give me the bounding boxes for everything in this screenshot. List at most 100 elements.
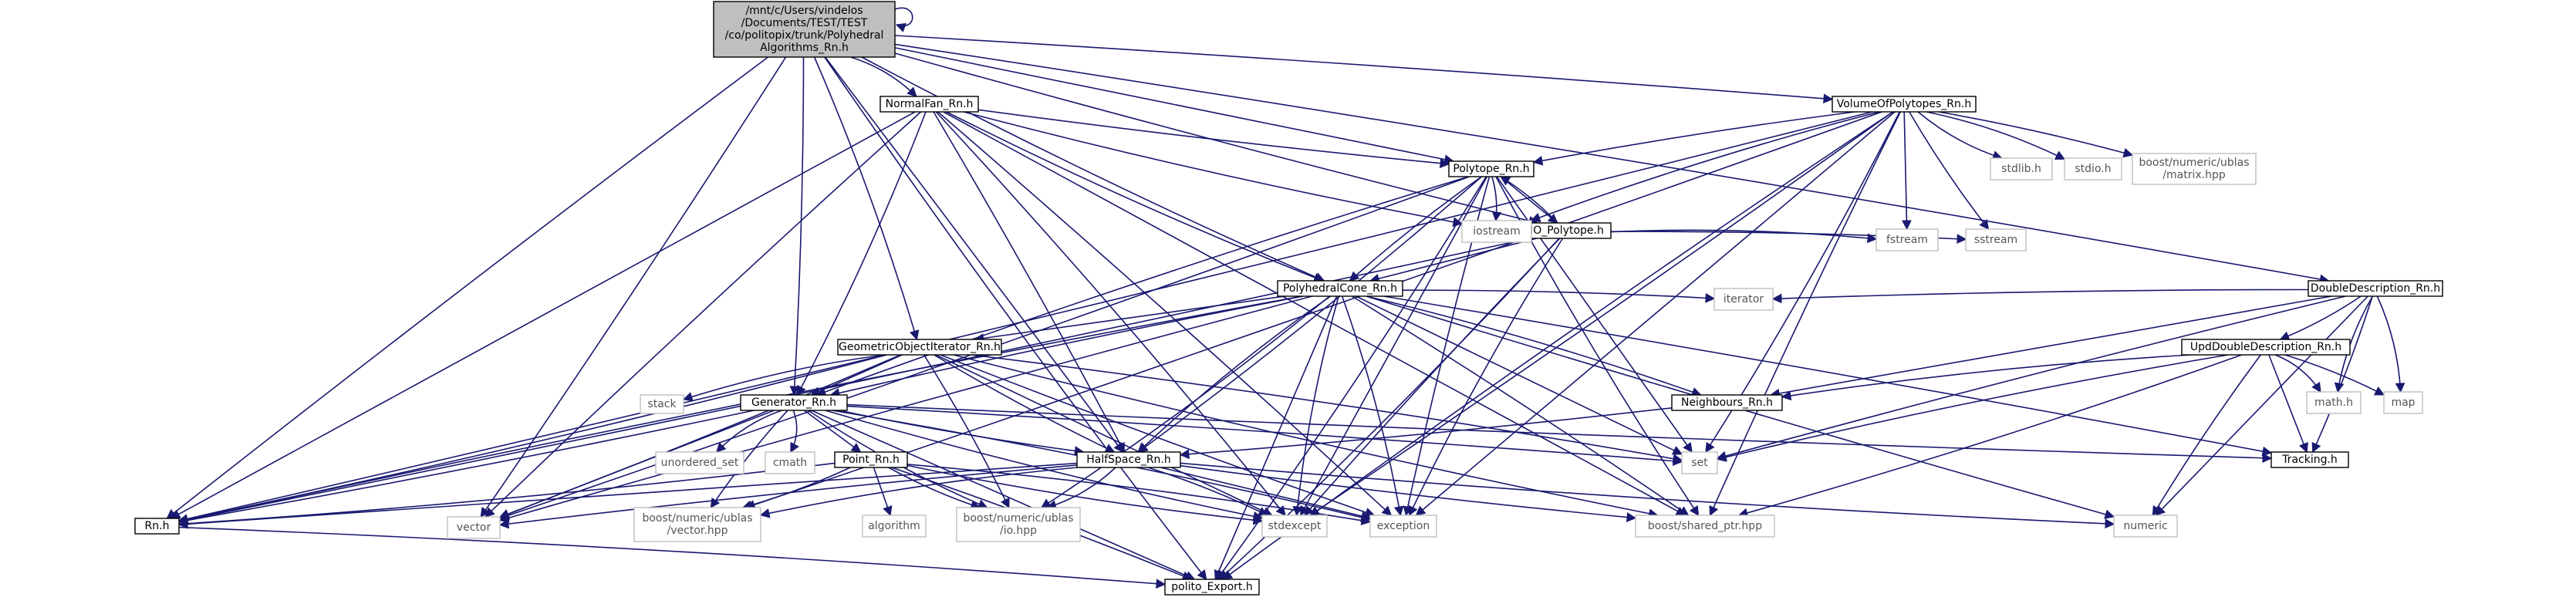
edge-neighbours-to-halfspace [1179, 407, 1673, 460]
node-unorderedset: unordered_set [655, 451, 744, 474]
node-box-cmath [765, 451, 815, 474]
node-box-halfspace [1076, 451, 1181, 468]
node-volume[interactable]: VolumeOfPolytopes_Rn.h [1832, 96, 1977, 113]
node-root[interactable]: /mnt/c/Users/vindelos/Documents/TEST/TES… [713, 1, 896, 58]
node-label-generator-line-0: Generator_Rn.h [751, 396, 836, 409]
edge-upddouble-to-set [1716, 354, 2229, 462]
node-iopolytope[interactable]: IO_Polytope.h [1522, 222, 1612, 239]
edge-volume-to-matrixhpp [1938, 111, 2134, 158]
edge-root-to-volume [894, 35, 1834, 104]
node-label-vectorhpp-line-1: /vector.hpp [667, 525, 728, 537]
edge-root-to-export [824, 56, 1207, 581]
node-matrixhpp: boost/numeric/ublas/matrix.hpp [2132, 153, 2257, 185]
node-fstream: fstream [1875, 228, 1939, 251]
node-box-map [2383, 391, 2423, 414]
edge-iopolytope-to-polycone [1369, 238, 1537, 284]
node-geoiter[interactable]: GeometricObjectIterator_Rn.h [837, 339, 1002, 356]
edge-point-to-iohpp [888, 467, 981, 510]
node-box-sharedptr [1635, 515, 1775, 538]
edge-polytope-to-generator [815, 176, 1469, 397]
edge-generator-to-vectorhpp [710, 410, 788, 509]
edge-volume-to-vectorhpp [744, 111, 1882, 510]
edge-normalfan-to-halfspace [933, 111, 1126, 454]
node-iostream: iostream [1461, 220, 1532, 243]
edge-upddouble-to-mathh [2274, 354, 2321, 393]
node-iterator: iterator [1713, 288, 1774, 311]
edge-doubledesc-to-numeric [2155, 295, 2368, 516]
node-box-vector [447, 516, 501, 539]
node-label-iterator-line-0: iterator [1724, 293, 1764, 305]
edge-generator-to-unorderedset [716, 410, 782, 453]
node-tracking[interactable]: Tracking.h [2270, 451, 2349, 468]
node-polytope[interactable]: Polytope_Rn.h [1448, 160, 1534, 177]
node-normalfan[interactable]: NormalFan_Rn.h [879, 96, 979, 113]
edge-halfspace-to-iohpp [1046, 467, 1116, 510]
node-polycone[interactable]: PolyhedralCone_Rn.h [1277, 280, 1403, 297]
edge-polycone-to-stdexcept [1292, 295, 1339, 517]
edge-doubledesc-to-tracking [2311, 295, 2373, 454]
edge-geoiter-to-exception [940, 354, 1376, 518]
node-box-iohpp [956, 507, 1081, 542]
node-box-mathh [2306, 391, 2362, 414]
node-box-stdexcept [1261, 515, 1328, 538]
edge-upddouble-to-map [2284, 354, 2385, 396]
edge-volume-to-stdexcept [1309, 111, 1894, 516]
node-label-iostream-line-0: iostream [1473, 225, 1521, 238]
node-doubledesc[interactable]: DoubleDescription_Rn.h [2308, 280, 2443, 297]
node-label-halfspace-line-0: HalfSpace_Rn.h [1086, 454, 1171, 466]
node-point[interactable]: Point_Rn.h [834, 451, 908, 468]
node-export[interactable]: polito_Export.h [1164, 579, 1260, 596]
node-label-upddouble-line-0: UpdDoubleDescription_Rn.h [2190, 341, 2341, 353]
node-box-generator [740, 394, 848, 411]
node-label-doubledesc-line-0: DoubleDescription_Rn.h [2311, 282, 2440, 295]
edge-geoiter-to-halfspace [934, 354, 1116, 453]
edge-polycone-to-export [1214, 295, 1338, 581]
edge-root-to-vector [480, 56, 787, 518]
edge-halfspace-to-exception [1160, 467, 1372, 521]
edge-normalfan-to-vector [484, 111, 922, 518]
edge-root-to-doubledesc [894, 43, 2330, 285]
edge-generator-to-set [846, 405, 1683, 466]
node-rn[interactable]: Rn.h [134, 518, 180, 535]
edge-geoiter-to-set [971, 354, 1683, 464]
node-label-exception-line-0: exception [1377, 520, 1430, 532]
edge-normalfan-to-exception [937, 111, 1393, 516]
node-box-neighbours [1671, 394, 1783, 411]
node-label-fstream-line-0: fstream [1886, 234, 1928, 246]
node-neighbours[interactable]: Neighbours_Rn.h [1671, 394, 1783, 411]
edge-polytope-to-stdexcept [1299, 176, 1488, 517]
node-label-iopolytope-line-0: IO_Polytope.h [1530, 224, 1604, 237]
node-label-stdexcept-line-0: stdexcept [1268, 520, 1322, 532]
edge-root-to-polytope [894, 47, 1455, 164]
edge-root-to-iopolytope [894, 52, 1539, 226]
node-box-volume [1832, 96, 1977, 113]
node-label-mathh-line-0: math.h [2314, 396, 2353, 409]
node-upddouble[interactable]: UpdDoubleDescription_Rn.h [2181, 339, 2351, 356]
node-stack: stack [640, 394, 684, 414]
edge-polycone-to-sharedptr [1351, 295, 1690, 516]
edge-root-to-polycone [861, 56, 1325, 282]
node-stdexcept: stdexcept [1261, 515, 1328, 538]
node-label-polytope-line-0: Polytope_Rn.h [1453, 163, 1529, 175]
edge-normalfan-to-iostream [963, 111, 1464, 228]
edge-volume-to-stdlib [1917, 111, 2003, 160]
edge-halfspace-to-sharedptr [1180, 464, 1637, 522]
edge-iopolytope-to-fstream [1610, 229, 1878, 244]
edge-geoiter-to-generator [810, 354, 903, 396]
node-label-matrixhpp-line-0: boost/numeric/ublas [2139, 157, 2249, 169]
edge-halfspace-to-numeric [1180, 462, 2115, 529]
node-box-iostream [1461, 220, 1532, 243]
edge-geoiter-to-iohpp [923, 354, 1010, 509]
node-cmath: cmath [765, 451, 815, 474]
edge-root-to-normalfan [850, 56, 917, 97]
edge-doubledesc-to-map [2376, 295, 2406, 393]
node-box-tracking [2270, 451, 2349, 468]
edge-root-to-halfspace [824, 56, 1124, 454]
node-generator[interactable]: Generator_Rn.h [740, 394, 848, 411]
node-label-cmath-line-0: cmath [773, 457, 807, 469]
edge-polycone-to-iterator [1402, 289, 1716, 303]
node-label-iohpp-line-0: boost/numeric/ublas [963, 512, 1073, 525]
edge-normalfan-to-sharedptr [943, 111, 1686, 516]
node-halfspace[interactable]: HalfSpace_Rn.h [1076, 451, 1181, 468]
